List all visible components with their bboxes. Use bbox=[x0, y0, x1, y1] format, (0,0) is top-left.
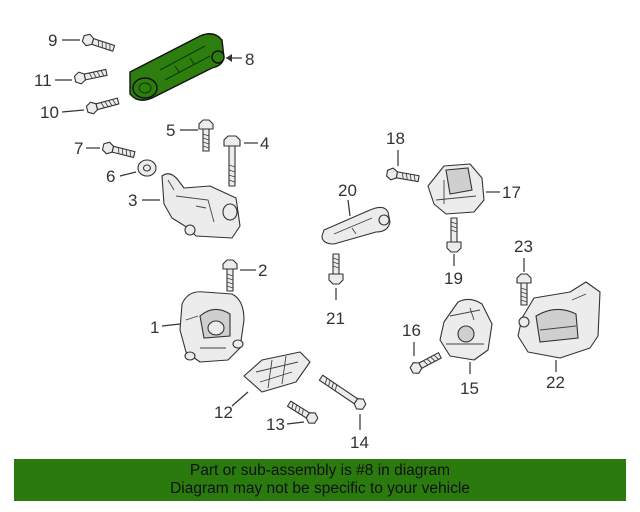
mount-part-15[interactable] bbox=[439, 298, 493, 361]
banner-line-2: Diagram may not be specific to your vehi… bbox=[170, 480, 470, 497]
bracket-part-12[interactable] bbox=[243, 351, 311, 393]
bolt-part-10[interactable] bbox=[85, 94, 121, 116]
bolt-part-4[interactable] bbox=[223, 135, 241, 187]
callout-5: 5 bbox=[166, 121, 198, 140]
svg-text:12: 12 bbox=[214, 403, 233, 422]
bracket-part-17[interactable] bbox=[427, 163, 485, 215]
callout-16: 16 bbox=[402, 321, 421, 356]
callout-20: 20 bbox=[338, 181, 357, 217]
svg-text:6: 6 bbox=[106, 167, 115, 186]
bolt-part-18[interactable] bbox=[385, 166, 421, 186]
callout-13: 13 bbox=[266, 415, 305, 434]
callout-8: 8 bbox=[226, 50, 254, 69]
callout-14: 14 bbox=[350, 414, 369, 452]
bolt-part-11[interactable] bbox=[73, 65, 109, 86]
torque-rod-part-8[interactable] bbox=[129, 33, 225, 101]
svg-text:8: 8 bbox=[245, 50, 254, 69]
info-banner: Part or sub-assembly is #8 in diagram Di… bbox=[14, 459, 626, 501]
svg-text:21: 21 bbox=[326, 309, 345, 328]
svg-text:9: 9 bbox=[48, 31, 57, 50]
bolt-part-2[interactable] bbox=[222, 259, 238, 292]
svg-text:7: 7 bbox=[74, 139, 83, 158]
washer-part-6[interactable] bbox=[137, 159, 157, 177]
bolt-part-14[interactable] bbox=[318, 373, 368, 412]
callout-12: 12 bbox=[214, 391, 249, 422]
svg-text:18: 18 bbox=[386, 129, 405, 148]
bolt-part-5[interactable] bbox=[198, 119, 214, 152]
engine-mount-part-1[interactable] bbox=[179, 291, 245, 363]
svg-text:5: 5 bbox=[166, 121, 175, 140]
svg-text:1: 1 bbox=[150, 318, 159, 337]
banner-line-1: Part or sub-assembly is #8 in diagram bbox=[189, 462, 451, 479]
svg-text:20: 20 bbox=[338, 181, 357, 200]
svg-text:16: 16 bbox=[402, 321, 421, 340]
svg-text:15: 15 bbox=[460, 379, 479, 398]
callout-2: 2 bbox=[240, 261, 267, 280]
callout-15: 15 bbox=[460, 362, 479, 398]
svg-text:10: 10 bbox=[40, 103, 59, 122]
svg-text:19: 19 bbox=[444, 269, 463, 288]
svg-text:13: 13 bbox=[266, 415, 285, 434]
bracket-part-3[interactable] bbox=[161, 173, 241, 239]
callout-3: 3 bbox=[128, 191, 160, 210]
callout-19: 19 bbox=[444, 254, 463, 288]
callout-9: 9 bbox=[48, 31, 80, 50]
bolt-part-19[interactable] bbox=[446, 217, 462, 253]
callout-4: 4 bbox=[244, 134, 269, 153]
bolt-part-23[interactable] bbox=[516, 273, 532, 306]
link-part-20[interactable] bbox=[321, 206, 391, 245]
svg-text:11: 11 bbox=[34, 71, 52, 90]
callout-11: 11 bbox=[34, 71, 72, 90]
svg-text:2: 2 bbox=[258, 261, 267, 280]
svg-text:14: 14 bbox=[350, 433, 369, 452]
callout-7: 7 bbox=[74, 139, 100, 158]
callout-17: 17 bbox=[486, 183, 521, 202]
bolt-part-21[interactable] bbox=[328, 253, 344, 285]
bolt-part-9[interactable] bbox=[80, 32, 117, 55]
callout-22: 22 bbox=[546, 360, 565, 392]
svg-text:22: 22 bbox=[546, 373, 565, 392]
svg-text:17: 17 bbox=[502, 183, 521, 202]
callout-23: 23 bbox=[514, 237, 533, 272]
svg-text:4: 4 bbox=[260, 134, 269, 153]
callout-6: 6 bbox=[106, 167, 137, 186]
svg-text:23: 23 bbox=[514, 237, 533, 256]
mount-part-22[interactable] bbox=[517, 281, 601, 359]
parts-diagram: 8 9 11 10 5 4 7 bbox=[34, 31, 601, 452]
callout-1: 1 bbox=[150, 318, 181, 337]
bolt-part-7[interactable] bbox=[101, 140, 137, 161]
callout-10: 10 bbox=[40, 103, 85, 122]
callout-21: 21 bbox=[326, 288, 345, 328]
svg-text:3: 3 bbox=[128, 191, 137, 210]
callout-18: 18 bbox=[386, 129, 405, 166]
